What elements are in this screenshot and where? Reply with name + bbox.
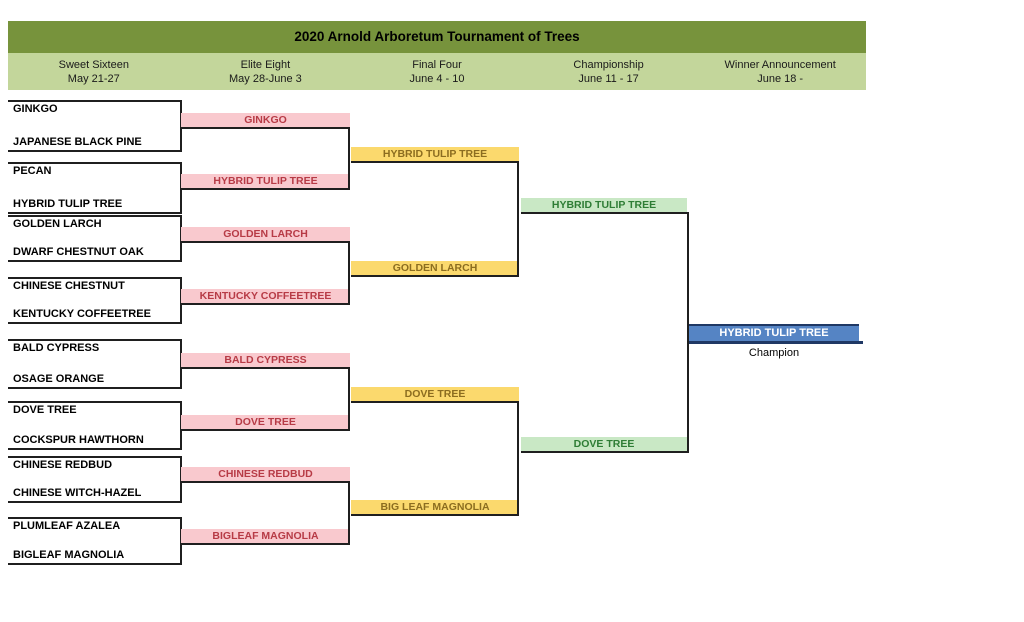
team-name: DWARF CHESTNUT OAK — [13, 246, 144, 258]
team-name: KENTUCKY COFFEETREE — [13, 308, 151, 320]
elite-eight-winner-1: GINKGO — [181, 113, 350, 129]
team-name: CHINESE CHESTNUT — [13, 280, 125, 292]
final-four-winner-1: HYBRID TULIP TREE — [351, 147, 519, 163]
team-name: BIGLEAF MAGNOLIA — [13, 549, 125, 561]
matchup-box-8: PLUMLEAF AZALEA BIGLEAF MAGNOLIA — [8, 517, 182, 565]
team-name: BALD CYPRESS — [13, 342, 100, 354]
round-dates: June 11 - 17 — [578, 72, 639, 85]
team-name: CHINESE WITCH-HAZEL — [13, 487, 142, 499]
round-name: Winner Announcement — [724, 58, 836, 71]
team-name: HYBRID TULIP TREE — [13, 198, 123, 210]
elite-eight-winner-3: GOLDEN LARCH — [181, 227, 350, 243]
final-four-winner-4: BIG LEAF MAGNOLIA — [351, 500, 519, 516]
champion-label: HYBRID TULIP TREE — [689, 324, 859, 344]
matchup-box-2: PECAN HYBRID TULIP TREE — [8, 162, 182, 214]
column-header-final-four: Final Four June 4 - 10 — [351, 53, 523, 90]
connector-line — [348, 241, 350, 305]
team-name: OSAGE ORANGE — [13, 373, 105, 385]
connector-line — [517, 401, 519, 516]
elite-eight-winner-6: DOVE TREE — [181, 415, 350, 431]
elite-eight-winner-8: BIGLEAF MAGNOLIA — [181, 529, 350, 545]
connector-line — [348, 367, 350, 431]
team-name: JAPANESE BLACK PINE — [13, 136, 142, 148]
elite-eight-winner-7: CHINESE REDBUD — [181, 467, 350, 483]
team-name: CHINESE REDBUD — [13, 459, 113, 471]
champion-caption: Champion — [748, 347, 800, 359]
connector-line — [687, 212, 689, 453]
round-dates: June 18 - — [757, 72, 804, 85]
elite-eight-winner-5: BALD CYPRESS — [181, 353, 350, 369]
team-name: GOLDEN LARCH — [13, 218, 102, 230]
tournament-title: 2020 Arnold Arboretum Tournament of Tree… — [294, 29, 580, 44]
team-name: PECAN — [13, 165, 52, 177]
elite-eight-winner-2: HYBRID TULIP TREE — [181, 174, 350, 190]
team-name: GINKGO — [13, 103, 58, 115]
matchup-box-3: GOLDEN LARCH DWARF CHESTNUT OAK — [8, 215, 182, 262]
round-dates: June 4 - 10 — [409, 72, 465, 85]
round-dates: May 28-June 3 — [229, 72, 302, 85]
round-header-band: Sweet Sixteen May 21-27 Elite Eight May … — [8, 53, 866, 90]
matchup-box-7: CHINESE REDBUD CHINESE WITCH-HAZEL — [8, 456, 182, 503]
round-name: Sweet Sixteen — [58, 58, 129, 71]
final-four-winner-2: GOLDEN LARCH — [351, 261, 519, 277]
championship-winner-1: HYBRID TULIP TREE — [521, 198, 687, 214]
column-header-championship: Championship June 11 - 17 — [523, 53, 695, 90]
column-header-elite-eight: Elite Eight May 28-June 3 — [180, 53, 352, 90]
champion-underline-extension — [859, 341, 863, 344]
connector-line — [517, 161, 519, 277]
team-name: COCKSPUR HAWTHORN — [13, 434, 144, 446]
column-header-winner-announcement: Winner Announcement June 18 - — [694, 53, 866, 90]
matchup-box-4: CHINESE CHESTNUT KENTUCKY COFFEETREE — [8, 277, 182, 324]
elite-eight-winner-4: KENTUCKY COFFEETREE — [181, 289, 350, 305]
connector-line — [348, 127, 350, 190]
tournament-title-bar: 2020 Arnold Arboretum Tournament of Tree… — [8, 21, 866, 53]
matchup-box-1: GINKGO JAPANESE BLACK PINE — [8, 100, 182, 152]
round-name: Championship — [573, 58, 644, 71]
round-name: Final Four — [412, 58, 462, 71]
connector-line — [348, 481, 350, 545]
matchup-box-5: BALD CYPRESS OSAGE ORANGE — [8, 339, 182, 389]
round-name: Elite Eight — [240, 58, 291, 71]
matchup-box-6: DOVE TREE COCKSPUR HAWTHORN — [8, 401, 182, 450]
column-header-sweet-sixteen: Sweet Sixteen May 21-27 — [8, 53, 180, 90]
team-name: PLUMLEAF AZALEA — [13, 520, 121, 532]
team-name: DOVE TREE — [13, 404, 77, 416]
round-dates: May 21-27 — [67, 72, 120, 85]
final-four-winner-3: DOVE TREE — [351, 387, 519, 403]
championship-winner-2: DOVE TREE — [521, 437, 687, 453]
